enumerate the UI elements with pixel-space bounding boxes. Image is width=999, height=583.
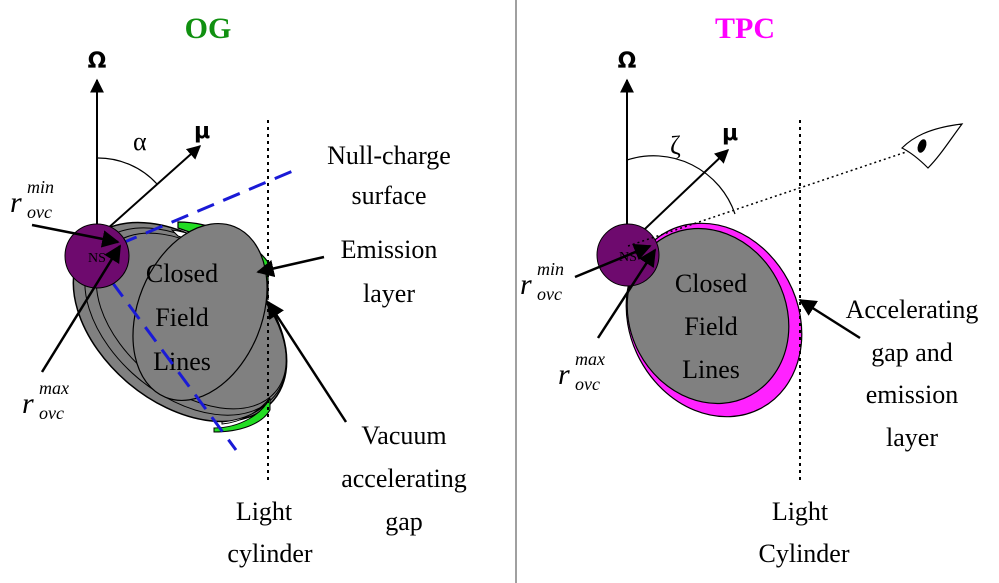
tpc-closed-label-2: Field [684, 312, 737, 341]
og-vacuum-gap-bottom [221, 397, 271, 425]
og-panel: OG Ω μ α Closed Field Lines [10, 12, 467, 568]
tpc-rmax-arrow [596, 248, 657, 339]
og-alpha-arc [96, 157, 158, 185]
og-alpha-symbol: α [133, 127, 147, 156]
og-title: OG [185, 12, 232, 45]
tpc-omega-symbol: Ω [618, 49, 637, 74]
og-emission-label-1: Emission [341, 235, 438, 264]
og-rmax-arrow [40, 244, 122, 373]
tpc-gap-label-3: emission [866, 380, 958, 409]
tpc-gap-label-1: Accelerating [846, 295, 979, 324]
tpc-closed-field [626, 227, 790, 405]
og-null-charge-surface-lower [110, 281, 238, 451]
tpc-zeta-symbol: ζ [670, 131, 681, 160]
tpc-rmax-sup: max [575, 349, 605, 369]
tpc-title: TPC [715, 12, 775, 45]
og-null-charge-surface [119, 166, 301, 246]
tpc-rmin-sub: ovc [537, 284, 562, 304]
og-rmin-sub: ovc [27, 202, 52, 222]
og-vacuum-arrow [266, 300, 348, 423]
tpc-zeta-arc [626, 155, 736, 215]
og-rmax-r: r [22, 387, 34, 420]
og-rmin-sup: min [27, 177, 54, 197]
tpc-rmin-arrow [574, 243, 652, 279]
tpc-rmax-sub: ovc [575, 374, 600, 394]
og-vacuum-label-3: gap [385, 507, 423, 536]
og-rmin-r: r [10, 186, 22, 219]
tpc-light-cylinder-label-2: Cylinder [759, 539, 850, 568]
tpc-gap-arrow [798, 298, 861, 340]
tpc-closed-label-3: Lines [682, 355, 740, 384]
og-mu-symbol: μ [194, 119, 210, 144]
tpc-closed-label-1: Closed [675, 269, 747, 298]
tpc-mu-symbol: μ [722, 121, 738, 146]
og-emission-arrow [256, 255, 325, 278]
tpc-gap-label-4: layer [886, 423, 938, 452]
og-vacuum-label-1: Vacuum [361, 421, 446, 450]
og-omega-symbol: Ω [88, 49, 107, 74]
og-mu-axis [96, 145, 202, 239]
og-rmax-sup: max [39, 378, 69, 398]
tpc-gap-label-2: gap and [871, 338, 953, 367]
tpc-rmin-sup: min [537, 259, 564, 279]
og-rmax-sub: ovc [39, 403, 64, 423]
observer-eye-icon [900, 123, 964, 169]
tpc-line-of-sight [627, 149, 913, 247]
tpc-light-cylinder-label-1: Light [772, 497, 829, 526]
og-rmin-arrow [31, 223, 120, 248]
tpc-rmax-r: r [558, 358, 570, 391]
og-closed-label-2: Field [155, 303, 208, 332]
og-light-cylinder-label-1: Light [236, 497, 293, 526]
og-null-charge-label-1: Null-charge [327, 141, 451, 170]
og-light-cylinder-label-2: cylinder [227, 539, 313, 568]
og-vacuum-label-2: accelerating [341, 464, 467, 493]
og-ns-label: NS [88, 251, 106, 266]
og-emission-label-2: layer [363, 279, 415, 308]
tpc-rmin-r: r [520, 268, 532, 301]
og-closed-label-1: Closed [146, 259, 218, 288]
tpc-panel: TPC Ω μ ζ Closed Field Lines NS r min [520, 12, 978, 568]
og-null-charge-label-2: surface [351, 181, 426, 210]
